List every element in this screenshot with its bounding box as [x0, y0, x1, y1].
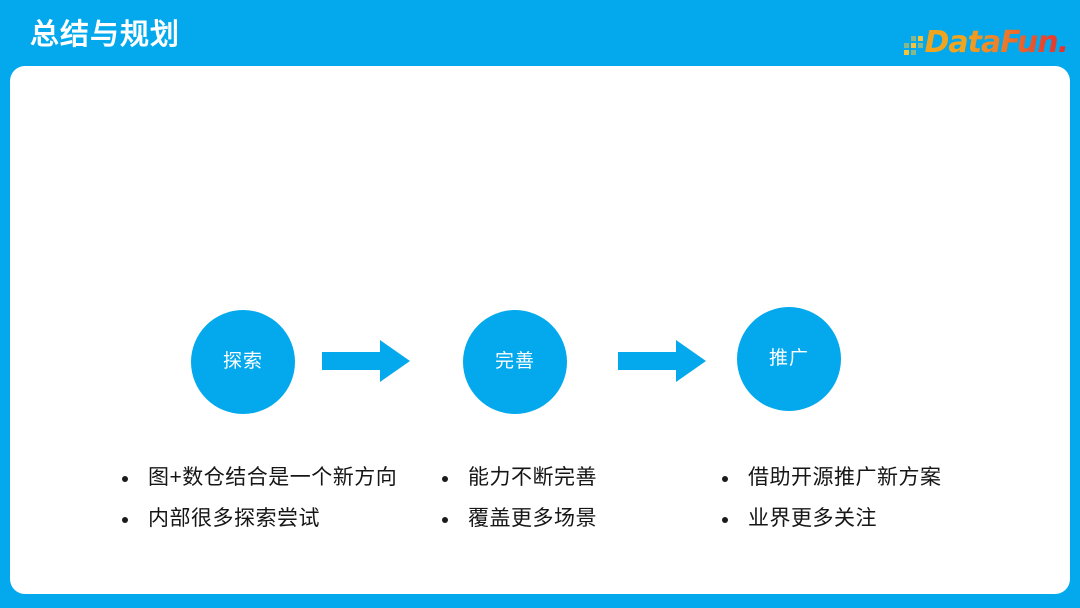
list-item-label: 业界更多关注	[748, 507, 877, 530]
flow-step-3-label: 推广	[768, 348, 809, 369]
flow-step-3: 推广	[737, 307, 841, 411]
slide-header: 总结与规划 DataFun.	[0, 0, 1080, 66]
page-title: 总结与规划	[30, 19, 181, 51]
list-item-label: 图+数仓结合是一个新方向	[148, 466, 398, 489]
bullet-dot-icon	[722, 476, 728, 482]
bullet-dot-icon	[122, 476, 128, 482]
arrow-right-icon	[322, 340, 410, 382]
flow-step-2-label: 完善	[494, 351, 535, 372]
list-item-label: 借助开源推广新方案	[748, 466, 942, 489]
arrow-right-icon	[618, 340, 706, 382]
flow-step-1: 探索	[191, 310, 295, 414]
list-item-label: 内部很多探索尝试	[148, 507, 320, 530]
list-item-label: 能力不断完善	[468, 466, 597, 489]
bullet-dot-icon	[722, 517, 728, 523]
content-card: 探索 完善 推广 图+数仓结合是一个新方向 内部很多探索尝试	[10, 66, 1070, 594]
pixel-dots-icon	[903, 35, 923, 55]
bullet-column-3: 借助开源推广新方案 业界更多关注	[722, 464, 1002, 546]
bullet-column-1: 图+数仓结合是一个新方向 内部很多探索尝试	[122, 464, 422, 546]
list-item: 能力不断完善	[442, 464, 702, 492]
bullet-dot-icon	[442, 517, 448, 523]
list-item: 借助开源推广新方案	[722, 464, 1002, 492]
list-item: 覆盖更多场景	[442, 505, 702, 533]
list-item: 内部很多探索尝试	[122, 505, 422, 533]
bullet-column-2: 能力不断完善 覆盖更多场景	[442, 464, 702, 546]
datafun-logo: DataFun.	[903, 25, 1069, 60]
bullet-dot-icon	[442, 476, 448, 482]
flow-step-1-label: 探索	[222, 351, 263, 372]
list-item: 图+数仓结合是一个新方向	[122, 464, 422, 492]
list-item-label: 覆盖更多场景	[468, 507, 597, 530]
list-item: 业界更多关注	[722, 505, 1002, 533]
flow-step-2: 完善	[463, 310, 567, 414]
brand-wordmark: DataFun.	[924, 25, 1069, 60]
bullet-dot-icon	[122, 517, 128, 523]
